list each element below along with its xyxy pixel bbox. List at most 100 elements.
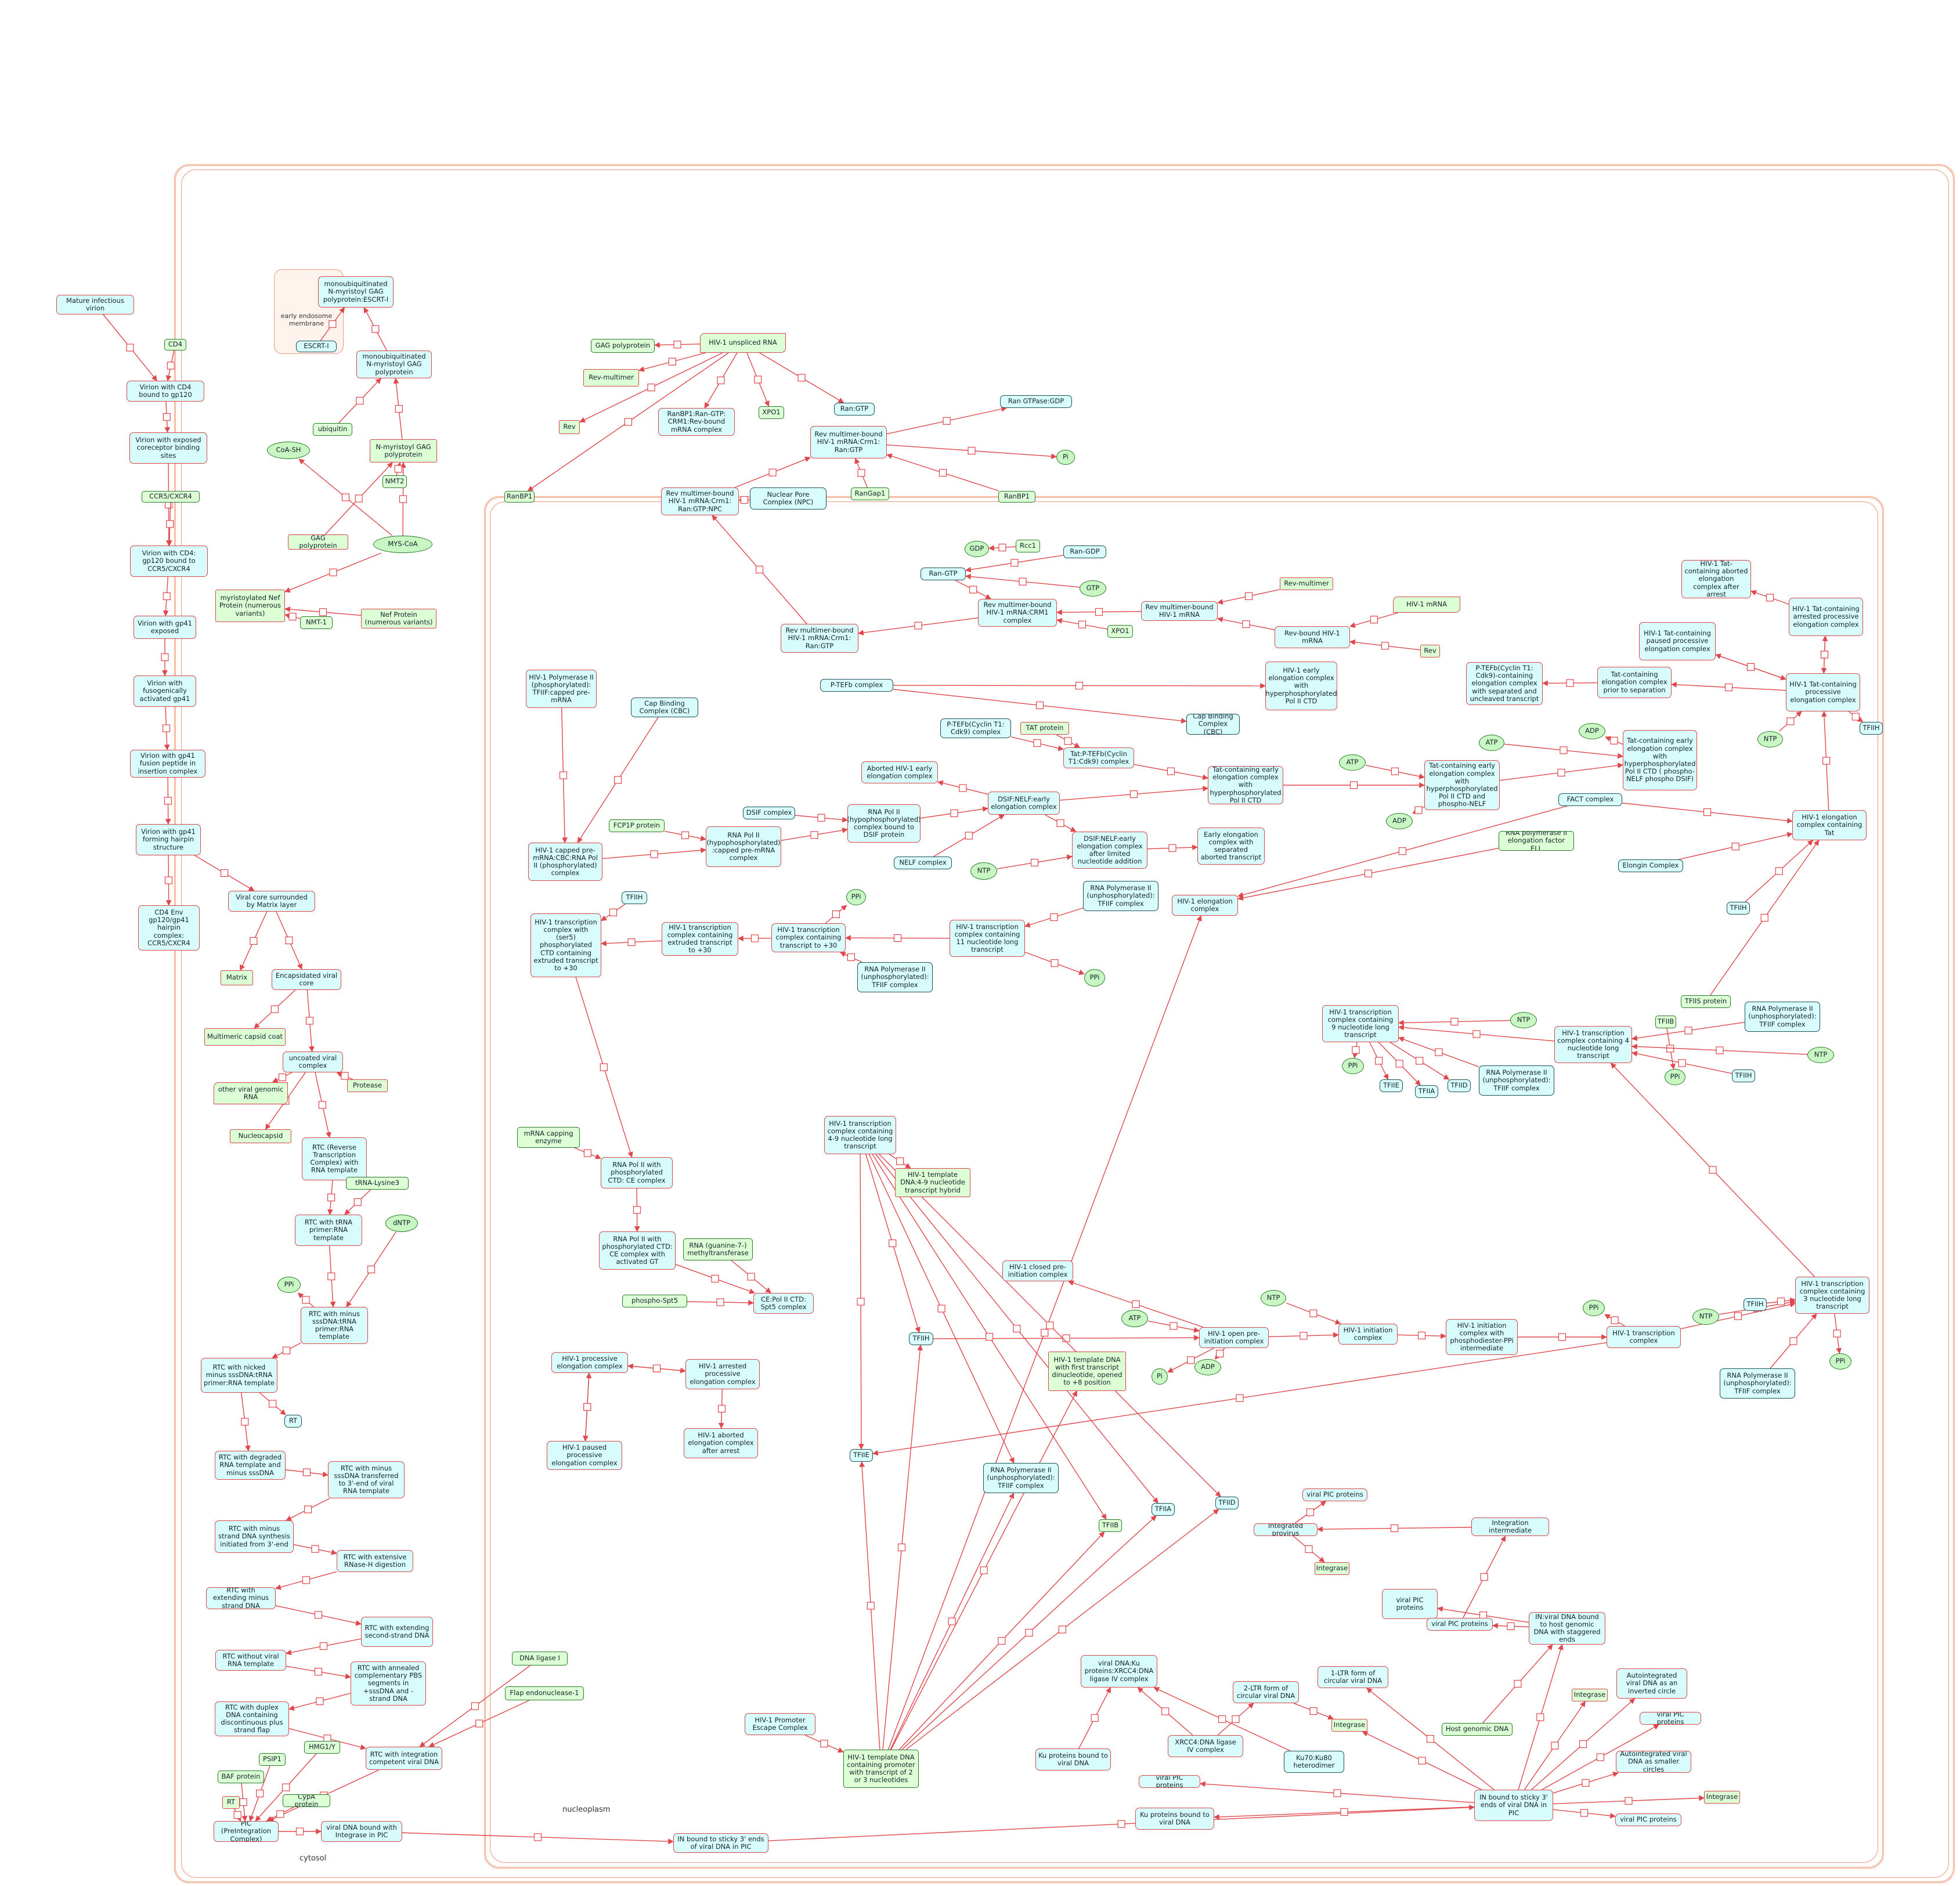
node-ranbp1-a[interactable]: RanBP1	[504, 491, 535, 503]
reaction-node[interactable]	[1582, 1779, 1590, 1787]
node-virion-cd4[interactable]: Virion with CD4 bound to gp120	[127, 381, 204, 402]
reaction-node[interactable]	[1169, 1322, 1178, 1330]
reaction-node[interactable]	[1035, 701, 1044, 710]
node-hiv-aborted-arrest[interactable]: HIV-1 aborted elongation complex after a…	[684, 1428, 758, 1458]
node-cypa[interactable]: CypA protein	[283, 1794, 330, 1807]
node-viral-pic-proteins-c[interactable]: viral PIC proteins	[1427, 1618, 1493, 1631]
node-integrase-d[interactable]: Integrase	[1704, 1791, 1740, 1804]
reaction-node[interactable]	[1051, 959, 1059, 967]
node-hiv-tc-extruded[interactable]: HIV-1 transcription complex containing e…	[662, 922, 738, 956]
node-adp-a[interactable]: ADP	[1386, 813, 1413, 829]
reaction-node[interactable]	[1395, 1060, 1403, 1068]
reaction-node[interactable]	[609, 908, 618, 916]
reaction-node[interactable]	[1450, 1017, 1459, 1026]
reaction-node[interactable]	[355, 494, 363, 503]
node-rt-b[interactable]: RT	[222, 1796, 240, 1809]
node-pi-a[interactable]: Pi	[1056, 450, 1075, 465]
reaction-node[interactable]	[857, 1298, 865, 1306]
node-rev-mult-hiv[interactable]: Rev multimer-bound HIV-1 mRNA	[1141, 601, 1218, 621]
node-nelf[interactable]: NELF complex	[894, 857, 952, 869]
reaction-node[interactable]	[1507, 1622, 1515, 1630]
node-rtc-annealed[interactable]: RTC with annealed complementary PBS segm…	[351, 1661, 426, 1706]
node-ku-viral-dna-a[interactable]: Ku proteins bound to viral DNA	[1035, 1748, 1111, 1771]
node-nucleocapsid[interactable]: Nucleocapsid	[230, 1129, 291, 1143]
reaction-node[interactable]	[937, 1305, 945, 1313]
node-mono-gag[interactable]: monoubiquitinated N-myristoyl GAG polypr…	[356, 351, 432, 378]
node-mrna-capping[interactable]: mRNA capping enzyme	[517, 1127, 580, 1148]
reaction-node[interactable]	[1775, 867, 1783, 875]
reaction-node[interactable]	[647, 384, 655, 392]
reaction-node[interactable]	[1013, 1324, 1021, 1333]
node-cbc-b[interactable]: Cap Binding Complex (CBC)	[1186, 714, 1240, 735]
node-phospho-spt5[interactable]: phospho-Spt5	[622, 1295, 687, 1307]
reaction-node[interactable]	[1678, 1059, 1686, 1067]
node-hiv-pol-capped[interactable]: HIV-1 Polymerase II (phosphorylated): TF…	[526, 670, 597, 708]
node-tat-early-hyper-nelf[interactable]: Tat-containing early elongation complex …	[1424, 760, 1500, 810]
reaction-node[interactable]	[717, 376, 725, 385]
node-rev-a[interactable]: Rev	[559, 420, 580, 434]
node-pic[interactable]: PIC (PreIntegration Complex)	[214, 1821, 279, 1842]
node-nmyr-gag[interactable]: N-myristoyl GAG polyprotein	[370, 439, 437, 463]
reaction-node[interactable]	[1580, 1809, 1589, 1817]
node-integrase-c[interactable]: Integrase	[1572, 1689, 1608, 1701]
reaction-node[interactable]	[1746, 663, 1755, 671]
node-rtc-ext-minus[interactable]: RTC with extending minus strand DNA	[206, 1587, 276, 1609]
reaction-node[interactable]	[939, 469, 947, 477]
node-rev-npc[interactable]: Rev multimer-bound HIV-1 mRNA:Crm1: Ran:…	[661, 487, 739, 515]
reaction-node[interactable]	[1820, 651, 1829, 659]
reaction-node[interactable]	[1306, 1508, 1315, 1516]
node-autointegrated-inverted[interactable]: Autointegrated viral DNA as an inverted …	[1616, 1668, 1687, 1699]
reaction-node[interactable]	[559, 771, 568, 779]
node-hmg1[interactable]: HMG1/Y	[304, 1741, 340, 1754]
node-fact[interactable]: FACT complex	[1558, 793, 1622, 806]
node-hiv-tc-4-9[interactable]: HIV-1 transcription complex containing 4…	[824, 1116, 896, 1154]
reaction-node[interactable]	[1033, 739, 1041, 747]
reaction-node[interactable]	[256, 1789, 264, 1798]
reaction-node[interactable]	[341, 1072, 349, 1080]
reaction-node[interactable]	[627, 938, 636, 946]
node-flap-endo[interactable]: Flap endonuclease-1	[505, 1686, 584, 1700]
reaction-node[interactable]	[867, 1602, 875, 1610]
reaction-node[interactable]	[1703, 808, 1712, 816]
reaction-node[interactable]	[1075, 681, 1084, 690]
reaction-node[interactable]	[161, 653, 169, 662]
node-ran-gtp-b[interactable]: Ran-GTP	[921, 568, 966, 580]
node-tat-protein[interactable]: TAT protein	[1020, 722, 1069, 735]
node-rcc1[interactable]: Rcc1	[1016, 540, 1040, 552]
reaction-node[interactable]	[1333, 1789, 1341, 1797]
node-tfiib-a[interactable]: TFIIB	[1655, 1016, 1676, 1028]
node-viral-pic-proteins-f[interactable]: viral PIC proteins	[1615, 1813, 1681, 1826]
node-ce-pol-spt5[interactable]: CE:Pol II CTD: Spt5 complex	[753, 1293, 814, 1314]
node-rev-crm1-rangtp-b[interactable]: Rev multimer-bound HIV-1 mRNA:Crm1: Ran:…	[781, 624, 858, 653]
node-coash[interactable]: CoA-SH	[267, 442, 310, 459]
node-mono-escrt[interactable]: monoubiquitinated N-myristoyl GAG polypr…	[318, 276, 394, 308]
node-virion-fuso[interactable]: Virion with fusogenically activated gp41	[133, 675, 196, 707]
reaction-node[interactable]	[302, 1576, 311, 1584]
node-hiv-tc-4[interactable]: HIV-1 transcription complex containing 4…	[1554, 1026, 1632, 1063]
node-ran-gtpase-gdp[interactable]: Ran GTPase:GDP	[1000, 395, 1072, 408]
reaction-node[interactable]	[959, 784, 967, 792]
reaction-node[interactable]	[302, 1468, 311, 1476]
node-autointegrated-smaller[interactable]: Autointegrated viral DNA as smaller circ…	[1616, 1751, 1691, 1773]
reaction-node[interactable]	[1056, 819, 1064, 828]
reaction-node[interactable]	[1218, 1715, 1226, 1724]
node-ptefb-cyclin-sep[interactable]: P-TEFb(Cyclin T1: Cdk9)-containing elong…	[1466, 662, 1543, 705]
node-tat-aborted-arrest[interactable]: HIV-1 Tat-containing aborted elongation …	[1681, 560, 1751, 598]
node-ran-gdp[interactable]: Ran-GDP	[1063, 545, 1106, 558]
reaction-node[interactable]	[1364, 869, 1373, 877]
node-integration-intermediate[interactable]: Integration intermediate	[1471, 1518, 1549, 1536]
node-cd4-env[interactable]: CD4 Env gp120/gp41 hairpin complex: CCR5…	[138, 905, 200, 951]
node-rna-pol-unphos-f[interactable]: RNA Polymerase II (unphosphorylated): TF…	[983, 1463, 1059, 1493]
node-multimeric-capsid[interactable]: Multimeric capsid coat	[204, 1028, 286, 1046]
reaction-node[interactable]	[341, 493, 350, 501]
node-dna-ligase[interactable]: DNA ligase I	[512, 1652, 568, 1665]
reaction-node[interactable]	[1236, 1394, 1244, 1402]
reaction-node[interactable]	[295, 1827, 304, 1836]
node-hiv-template-4-9[interactable]: HIV-1 template DNA:4-9 nucleotide transc…	[895, 1168, 970, 1197]
node-ntp-d[interactable]: NTP	[1807, 1047, 1834, 1063]
reaction-node[interactable]	[711, 1274, 719, 1283]
reaction-node[interactable]	[998, 1636, 1006, 1645]
reaction-node[interactable]	[399, 495, 407, 503]
node-tfiid-a[interactable]: TFIID	[1448, 1079, 1471, 1092]
node-hiv-tc-9[interactable]: HIV-1 transcription complex containing 9…	[1322, 1005, 1399, 1042]
